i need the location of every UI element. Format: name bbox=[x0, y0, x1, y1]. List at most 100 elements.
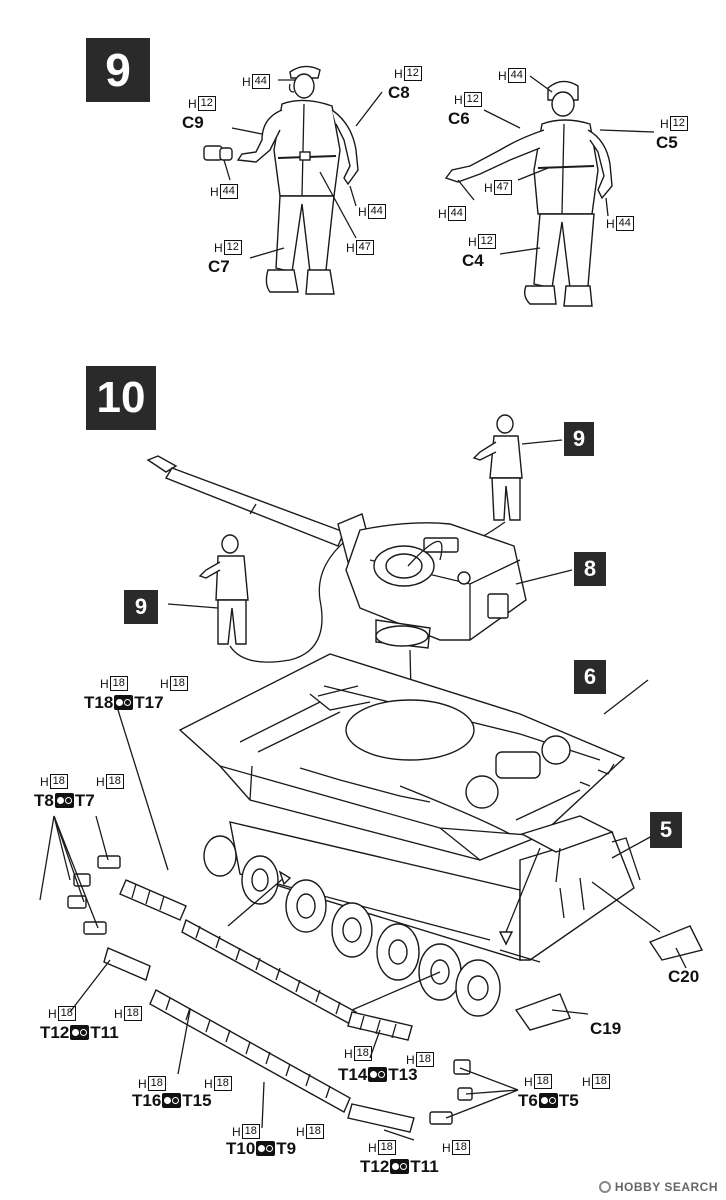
paint-code-hanging-hand: H 44 bbox=[606, 216, 634, 231]
paint-letter: H bbox=[606, 216, 615, 231]
part-a: T12 bbox=[40, 1023, 70, 1042]
part-pair-t12-t11-left: T12 T11 bbox=[40, 1024, 119, 1041]
paint-code-t13: H 18 bbox=[406, 1052, 434, 1067]
paint-number: 18 bbox=[591, 1074, 610, 1089]
paint-letter: H bbox=[138, 1076, 147, 1091]
paint-code-t8: H 18 bbox=[40, 774, 68, 789]
part-c19: C19 bbox=[590, 1019, 622, 1038]
paint-letter: H bbox=[344, 1046, 353, 1061]
left-right-pair-icon bbox=[256, 1141, 276, 1156]
part-c7: C7 bbox=[208, 257, 230, 276]
paint-code-c8: H 12 bbox=[394, 66, 422, 81]
ref-step-6-badge: 6 bbox=[574, 660, 606, 694]
hull-upper-drawing bbox=[178, 653, 649, 861]
part-b: T13 bbox=[388, 1065, 418, 1084]
part-b: T17 bbox=[134, 693, 164, 712]
paint-number: 18 bbox=[169, 676, 188, 691]
paint-letter: H bbox=[438, 206, 447, 221]
left-right-pair-icon bbox=[368, 1067, 388, 1082]
ref-step-8-badge: 8 bbox=[574, 552, 606, 586]
paint-letter: H bbox=[406, 1052, 415, 1067]
part-pair-t8-t7: T8 T7 bbox=[34, 792, 95, 809]
paint-number: 18 bbox=[305, 1124, 324, 1139]
ref-step-9-badge-right: 9 bbox=[564, 422, 594, 456]
paint-code-t11-a: H 18 bbox=[114, 1006, 142, 1021]
part-a: T12 bbox=[360, 1157, 390, 1176]
chassis-drawing bbox=[203, 815, 661, 1017]
left-right-pair-icon bbox=[54, 793, 74, 808]
paint-code-c7: H 12 bbox=[214, 240, 242, 255]
watermark-text: HOBBY SEARCH bbox=[614, 1180, 718, 1194]
paint-number: 44 bbox=[251, 74, 270, 89]
part-a: T10 bbox=[226, 1139, 256, 1158]
part-pair-t12-t11-bottom: T12 T11 bbox=[360, 1158, 439, 1175]
paint-code-t11-b: H 18 bbox=[442, 1140, 470, 1155]
paint-code-c9: H 12 bbox=[188, 96, 216, 111]
paint-number: 18 bbox=[353, 1046, 372, 1061]
paint-letter: H bbox=[296, 1124, 305, 1139]
paint-letter: H bbox=[498, 68, 507, 83]
ref-step-9-badge-left: 9 bbox=[124, 590, 158, 624]
part-b: T11 bbox=[410, 1157, 439, 1176]
paint-letter: H bbox=[358, 204, 367, 219]
paint-code-c5: H 12 bbox=[660, 116, 688, 131]
paint-code-t9: H 18 bbox=[296, 1124, 324, 1139]
paint-number: 18 bbox=[241, 1124, 260, 1139]
part-c4: C4 bbox=[462, 251, 484, 270]
left-right-pair-icon bbox=[538, 1093, 558, 1108]
paint-code-cap: H 44 bbox=[242, 74, 270, 89]
part-b: T9 bbox=[276, 1139, 297, 1158]
paint-letter: H bbox=[468, 234, 477, 249]
part-a: T8 bbox=[34, 791, 54, 810]
part-b: T7 bbox=[74, 791, 95, 810]
paint-letter: H bbox=[346, 240, 355, 255]
paint-letter: H bbox=[660, 116, 669, 131]
watermark: HOBBY SEARCH bbox=[598, 1180, 718, 1194]
paint-letter: H bbox=[188, 96, 197, 111]
part-b: T15 bbox=[182, 1091, 212, 1110]
track-parts-drawing bbox=[39, 709, 704, 1141]
paint-number: 44 bbox=[367, 204, 386, 219]
paint-number: 18 bbox=[147, 1076, 166, 1091]
paint-code-helmet: H 44 bbox=[498, 68, 526, 83]
paint-code-t14: H 18 bbox=[344, 1046, 372, 1061]
paint-letter: H bbox=[160, 676, 169, 691]
paint-code-binoculars: H 44 bbox=[210, 184, 238, 199]
step10-figure-left bbox=[167, 529, 361, 663]
paint-code-t12-b: H 18 bbox=[368, 1140, 396, 1155]
paint-code-t15: H 18 bbox=[204, 1076, 232, 1091]
paint-letter: H bbox=[114, 1006, 123, 1021]
left-right-pair-icon bbox=[162, 1093, 182, 1108]
part-c9: C9 bbox=[182, 113, 204, 132]
hobby-search-logo-icon bbox=[598, 1181, 611, 1193]
paint-letter: H bbox=[454, 92, 463, 107]
paint-number: 44 bbox=[447, 206, 466, 221]
paint-letter: H bbox=[368, 1140, 377, 1155]
figure-officer-drawing bbox=[203, 65, 359, 295]
left-right-pair-icon bbox=[114, 695, 134, 710]
paint-number: 12 bbox=[197, 96, 216, 111]
part-pair-t14-t13: T14 T13 bbox=[338, 1066, 418, 1083]
step10-figure-right bbox=[457, 414, 563, 549]
paint-code-belt-2: H 47 bbox=[484, 180, 512, 195]
figure-crewman-drawing bbox=[444, 80, 613, 307]
part-a: T6 bbox=[518, 1091, 538, 1110]
part-a: T14 bbox=[338, 1065, 368, 1084]
paint-code-t17: H 18 bbox=[160, 676, 188, 691]
paint-letter: H bbox=[214, 240, 223, 255]
paint-number: 47 bbox=[493, 180, 512, 195]
part-pair-t18-t17: T18 T17 bbox=[84, 694, 164, 711]
paint-number: 18 bbox=[533, 1074, 552, 1089]
paint-number: 44 bbox=[507, 68, 526, 83]
part-pair-t10-t9: T10 T9 bbox=[226, 1140, 296, 1157]
paint-code-t18: H 18 bbox=[100, 676, 128, 691]
step-10-badge: 10 bbox=[86, 366, 156, 430]
paint-number: 44 bbox=[219, 184, 238, 199]
paint-number: 18 bbox=[451, 1140, 470, 1155]
paint-letter: H bbox=[242, 74, 251, 89]
part-pair-t6-t5: T6 T5 bbox=[518, 1092, 579, 1109]
paint-number: 18 bbox=[213, 1076, 232, 1091]
step-9-badge: 9 bbox=[86, 38, 150, 102]
